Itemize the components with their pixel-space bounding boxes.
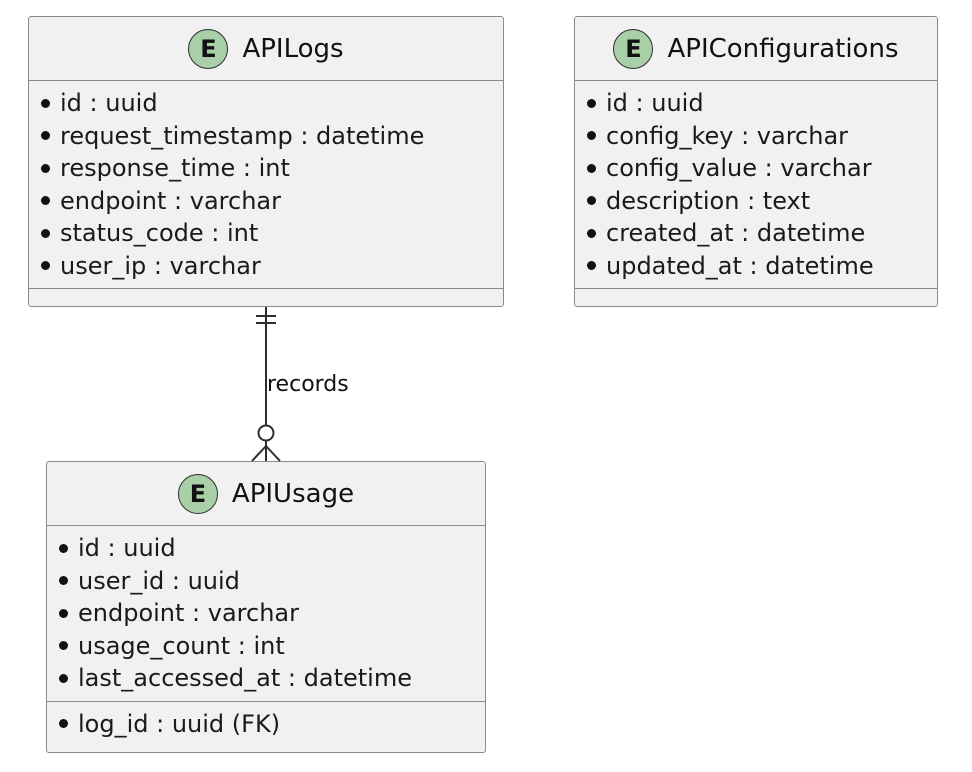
attribute-text: response_time : int (60, 154, 290, 183)
attribute-row: user_ip : varchar (29, 250, 503, 283)
attribute-row: config_value : varchar (575, 152, 937, 185)
attribute-text: endpoint : varchar (60, 186, 281, 215)
entity-badge-icon: E (613, 28, 654, 69)
bullet-icon (59, 543, 68, 553)
attribute-text: description : text (606, 186, 811, 215)
attribute-row: response_time : int (29, 152, 503, 185)
attribute-row: created_at : datetime (575, 217, 937, 250)
attribute-row: endpoint : varchar (29, 185, 503, 218)
attribute-text: id : uuid (60, 89, 158, 118)
entity-apiusage[interactable]: E APIUsage id : uuid user_id : uuid endp… (46, 461, 486, 753)
attribute-row: log_id : uuid (FK) (47, 708, 485, 741)
bullet-icon (59, 673, 68, 683)
attribute-row: id : uuid (47, 532, 485, 565)
attribute-list: id : uuid user_id : uuid endpoint : varc… (47, 526, 485, 702)
attribute-text: user_id : uuid (78, 566, 240, 595)
attribute-list: id : uuid config_key : varchar config_va… (575, 81, 937, 289)
attribute-text: id : uuid (606, 89, 704, 118)
bullet-icon (41, 228, 50, 238)
entity-badge-icon: E (177, 473, 218, 514)
attribute-text: updated_at : datetime (606, 251, 874, 280)
bullet-icon (587, 228, 596, 238)
bullet-icon (41, 261, 50, 271)
zero-marker-icon (257, 424, 275, 442)
attribute-row: description : text (575, 185, 937, 218)
fk-attribute-list: log_id : uuid (FK) (47, 702, 485, 747)
attribute-text: created_at : datetime (606, 219, 866, 248)
methods-section (575, 289, 937, 303)
bullet-icon (41, 196, 50, 206)
relationship-label: records (267, 372, 349, 397)
entity-badge-icon: E (188, 28, 229, 69)
attribute-text: endpoint : varchar (78, 599, 299, 628)
attribute-row: id : uuid (575, 87, 937, 120)
bullet-icon (587, 163, 596, 173)
attribute-text: usage_count : int (78, 631, 285, 660)
entity-title: APIUsage (231, 478, 355, 509)
attribute-row: request_timestamp : datetime (29, 120, 503, 153)
attribute-text: last_accessed_at : datetime (78, 664, 412, 693)
attribute-text: id : uuid (78, 534, 176, 563)
attribute-row: updated_at : datetime (575, 250, 937, 283)
bullet-icon (41, 131, 50, 141)
attribute-text: config_key : varchar (606, 121, 849, 150)
attribute-text: config_value : varchar (606, 154, 872, 183)
attribute-text: log_id : uuid (FK) (78, 709, 281, 738)
entity-header: E APIUsage (47, 462, 485, 526)
crows-foot-icon (251, 445, 267, 462)
bullet-icon (59, 641, 68, 651)
attribute-row: status_code : int (29, 217, 503, 250)
attribute-row: usage_count : int (47, 630, 485, 663)
bullet-icon (41, 98, 50, 108)
bullet-icon (587, 98, 596, 108)
bullet-icon (587, 261, 596, 271)
bullet-icon (59, 719, 68, 729)
entity-apiconfigurations[interactable]: E APIConfigurations id : uuid config_key… (574, 16, 938, 307)
entity-title: APIConfigurations (667, 33, 899, 64)
attribute-row: last_accessed_at : datetime (47, 662, 485, 695)
bullet-icon (41, 163, 50, 173)
entity-header: E APIConfigurations (575, 17, 937, 81)
attribute-list: id : uuid request_timestamp : datetime r… (29, 81, 503, 289)
attribute-row: user_id : uuid (47, 565, 485, 598)
bullet-icon (587, 131, 596, 141)
crows-foot-icon (265, 445, 281, 462)
bullet-icon (59, 576, 68, 586)
entity-header: E APILogs (29, 17, 503, 81)
attribute-text: user_ip : varchar (60, 251, 261, 280)
entity-apilogs[interactable]: E APILogs id : uuid request_timestamp : … (28, 16, 504, 307)
attribute-row: id : uuid (29, 87, 503, 120)
bullet-icon (587, 196, 596, 206)
attribute-row: config_key : varchar (575, 120, 937, 153)
attribute-text: request_timestamp : datetime (60, 121, 425, 150)
methods-section (29, 289, 503, 303)
attribute-text: status_code : int (60, 219, 259, 248)
entity-title: APILogs (242, 33, 344, 64)
bullet-icon (59, 608, 68, 618)
attribute-row: endpoint : varchar (47, 597, 485, 630)
